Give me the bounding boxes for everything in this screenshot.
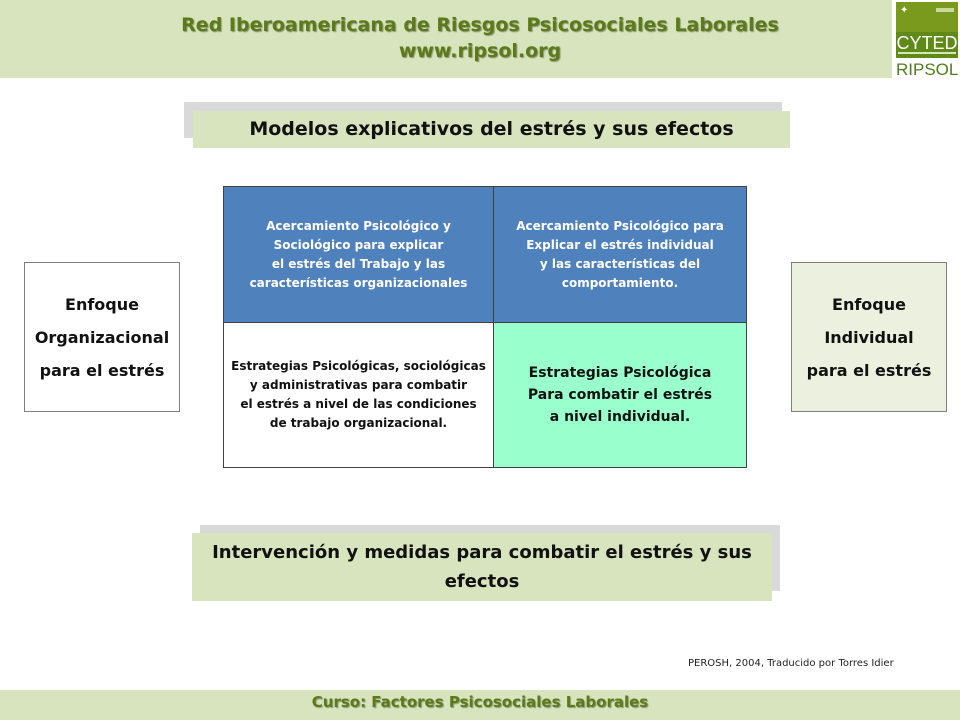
bottom-title-line-2: efectos [444, 571, 520, 592]
matrix-bottom-right-line-2: Para combatir el estrés [527, 387, 713, 403]
header-title: Red Iberoamericana de Riesgos Psicosocia… [181, 14, 779, 36]
matrix-top-right-line-1: Acercamiento Psicológico para [516, 218, 724, 233]
matrix-top-left-line-3: el estrés del Trabajo y las [271, 256, 446, 271]
logo-star-icon: ✦ [900, 5, 909, 16]
logo-ripsol-text: RIPSOL [896, 60, 959, 79]
matrix-top-left-line-2: Sociológico para explicar [273, 237, 444, 252]
left-approach-line-1: Enfoque [65, 294, 139, 314]
matrix-top-right-line-4: comportamiento. [561, 275, 679, 290]
right-approach-line-2: Individual [824, 327, 914, 347]
left-approach-line-2: Organizacional [34, 327, 170, 347]
matrix-bottom-right-line-1: Estrategias Psicológica [528, 365, 712, 381]
footer-course-title: Curso: Factores Psicosociales Laborales [311, 693, 649, 711]
source-credit: PEROSH, 2004, Traducido por Torres Idier [688, 658, 894, 669]
cyted-ripsol-logo: ✦ CYTED RIPSOL [894, 0, 960, 80]
right-approach-box: Enfoque Individual para el estrés [791, 262, 947, 412]
matrix-top-left-line-4: características organizacionales [249, 275, 468, 290]
left-approach-line-3: para el estrés [39, 360, 165, 380]
matrix-top-right-line-3: y las características del [539, 256, 701, 271]
header-band [0, 0, 892, 78]
matrix-bottom-left-line-4: de trabajo organizacional. [269, 416, 448, 430]
matrix-top-right-line-2: Explicar el estrés individual [526, 237, 714, 252]
matrix-cell-top-left: Acercamiento Psicológico y Sociológico p… [224, 187, 494, 323]
left-approach-box: Enfoque Organizacional para el estrés [24, 262, 180, 412]
matrix-bottom-left-line-1: Estrategias Psicológicas, sociológicas [231, 359, 486, 373]
bottom-title-line-1: Intervención y medidas para combatir el … [212, 542, 752, 563]
logo-cyted-text: CYTED [896, 33, 958, 53]
footer-band [0, 690, 960, 720]
top-title-text: Modelos explicativos del estrés y sus ef… [249, 118, 734, 140]
matrix-bottom-left-line-2: y administrativas para combatir [249, 378, 468, 392]
bottom-title: Intervención y medidas para combatir el … [192, 533, 772, 601]
matrix-cell-bottom-left: Estrategias Psicológicas, sociológicas y… [224, 323, 494, 467]
matrix-bottom-right-line-3: a nivel individual. [549, 409, 691, 425]
matrix-bottom-left-line-3: el estrés a nivel de las condiciones [240, 397, 477, 411]
right-approach-line-1: Enfoque [832, 294, 906, 314]
logo-top-panel: ✦ [896, 2, 958, 32]
logo-small-mark [936, 8, 954, 12]
approach-matrix: Acercamiento Psicológico y Sociológico p… [223, 186, 747, 468]
header-url[interactable]: www.ripsol.org [398, 40, 562, 62]
matrix-cell-top-right: Acercamiento Psicológico para Explicar e… [494, 187, 746, 323]
logo-tagline-mark [898, 52, 956, 54]
matrix-top-left-line-1: Acercamiento Psicológico y [266, 218, 451, 233]
top-title: Modelos explicativos del estrés y sus ef… [193, 111, 790, 148]
matrix-cell-bottom-right: Estrategias Psicológica Para combatir el… [494, 323, 746, 467]
right-approach-line-3: para el estrés [806, 360, 932, 380]
